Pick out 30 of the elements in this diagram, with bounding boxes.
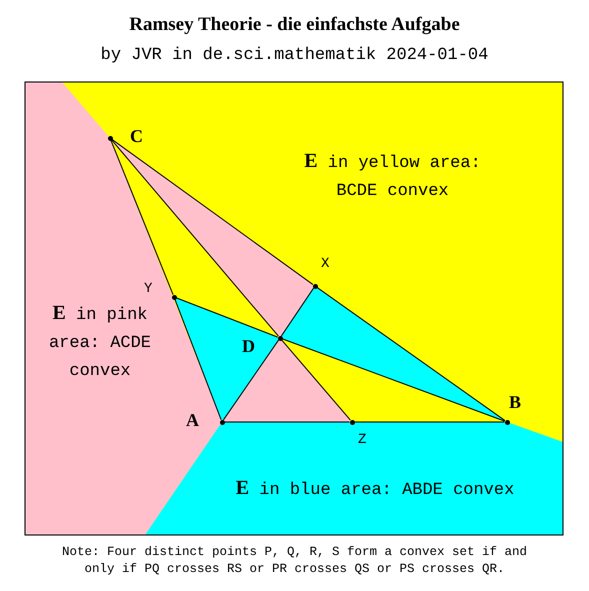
point-dot xyxy=(172,294,176,300)
point-dot xyxy=(278,336,282,340)
point-dot xyxy=(220,420,224,424)
line-segment xyxy=(174,298,222,420)
line-segment xyxy=(176,297,278,338)
point-dot xyxy=(108,136,112,140)
point-label: D xyxy=(242,336,255,357)
line-segment xyxy=(282,338,506,422)
line-segment xyxy=(281,339,351,421)
point-dot xyxy=(312,284,318,288)
line-segment xyxy=(111,139,279,337)
line-segment xyxy=(280,288,314,336)
point-dot xyxy=(504,420,510,424)
point-label: Y xyxy=(144,281,152,297)
subtitle: by JVR in de.sci.mathematik 2024-01-04 xyxy=(100,46,490,65)
region-note: E in yellow area: BCDE convex xyxy=(303,150,482,203)
line-segment xyxy=(316,286,506,422)
line-segment xyxy=(112,138,314,286)
point-label: X xyxy=(321,256,330,272)
point-label: Z xyxy=(358,432,366,448)
point-dot xyxy=(350,420,354,424)
point-label: C xyxy=(130,126,143,147)
region-note: E in pink area: ACDE convex xyxy=(48,302,152,383)
point-label: B xyxy=(509,392,522,413)
line-segment xyxy=(110,140,174,296)
point-label: A xyxy=(186,410,199,431)
region-note: E in blue area: ABDE convex xyxy=(234,477,516,502)
note: Note: Four distinct points P, Q, R, S form a convex set if and only if PQ crosses RS or PR crosses QS or PS crosses QR. xyxy=(60,544,528,578)
title: Ramsey Theorie - die einfachste Aufgabe xyxy=(128,14,461,36)
line-segment xyxy=(222,340,280,420)
